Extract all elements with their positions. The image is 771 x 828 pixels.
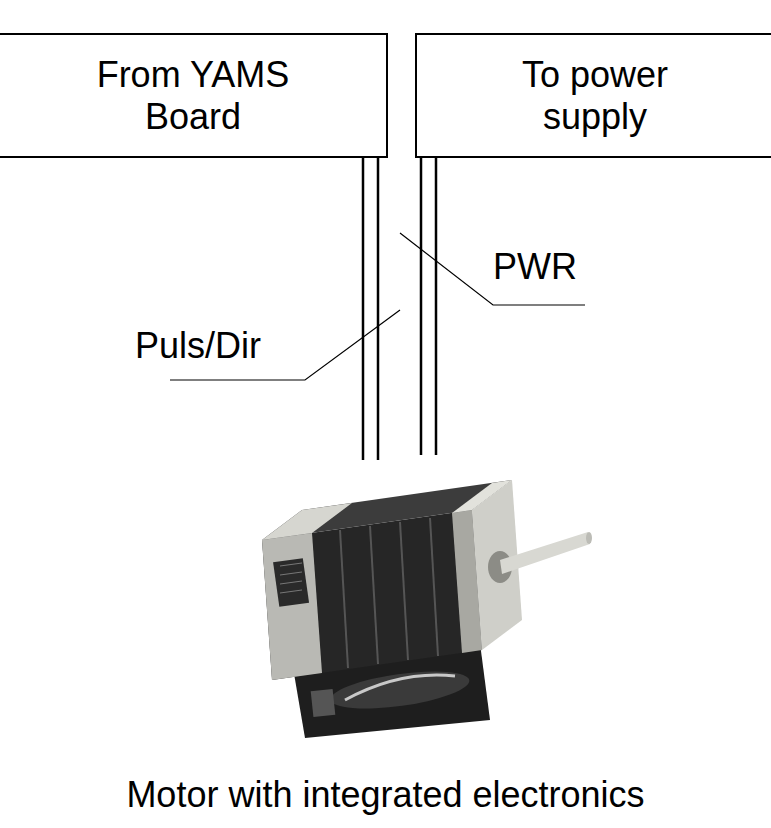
box-text: From YAMS Board <box>78 54 308 138</box>
stepper-motor <box>262 480 592 738</box>
process-box: To power supply <box>415 33 771 158</box>
signal-label: PWR <box>491 246 579 288</box>
signal-label: Puls/Dir <box>133 325 263 367</box>
caption: Motor with integrated electronics <box>0 774 771 816</box>
box-text: To power supply <box>495 54 695 138</box>
process-box: From YAMS Board <box>0 33 388 158</box>
wires <box>363 158 436 460</box>
